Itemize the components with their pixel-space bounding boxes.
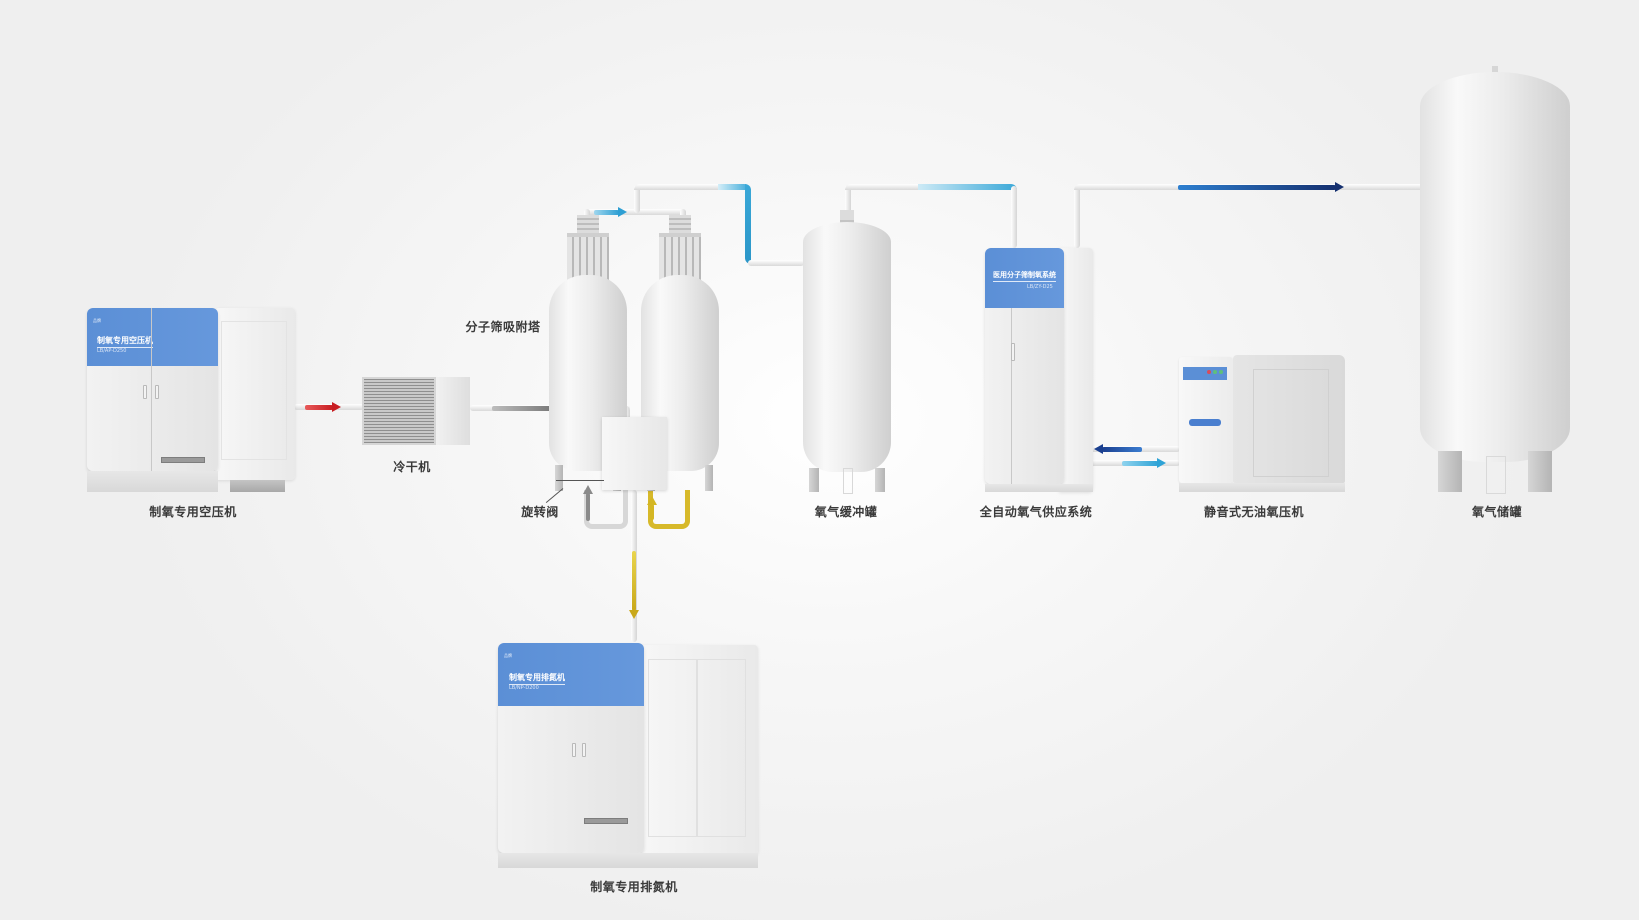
nitrogen-exhaust[interactable]: 品牌 制氧专用排氮机 LB/NP-D200 (498, 643, 758, 868)
indicator-light-green (1219, 370, 1223, 374)
flow-arrow-nitrogen (629, 551, 639, 619)
pipe-system-inlet (1011, 186, 1017, 248)
door-handle (572, 743, 576, 757)
pipe-dryer-to-towers-bend (624, 405, 630, 421)
buffer-tank-leg (875, 468, 885, 492)
storage-tank-leg (1528, 451, 1552, 492)
air-compressor-panel-model: LB/AP-D250 (97, 348, 127, 354)
flow-arrow-to-booster (1122, 458, 1166, 468)
oxygen-system-cabinet: 医用分子筛制氧系统 LB/ZY-D25 (985, 248, 1064, 484)
nameplate (161, 457, 205, 463)
door-handle (143, 385, 147, 399)
flow-oxygen-buffer-out (918, 184, 1017, 190)
dryer[interactable] (362, 377, 470, 445)
nitrogen-exhaust-panel: 品牌 制氧专用排氮机 LB/NP-D200 (498, 643, 644, 706)
air-compressor-vent (230, 480, 285, 492)
door-handle (582, 743, 586, 757)
flow-oxygen-top (718, 184, 750, 190)
booster-body-inset (1253, 369, 1329, 477)
pipe-left-ubend (584, 490, 628, 529)
oxygen-system-label: 全自动氧气供应系统 (979, 505, 1093, 519)
nitrogen-exhaust-side (638, 645, 758, 855)
pipe-to-buffer-side (748, 260, 804, 266)
storage-tank-body (1420, 72, 1570, 462)
tower-valve-stack (669, 215, 691, 233)
tower-valve-stack (577, 215, 599, 233)
air-compressor-panel-title: 制氧专用空压机 (97, 335, 153, 348)
oxygen-system-base (985, 484, 1093, 492)
air-compressor-cabinet: 品牌 制氧专用空压机 LB/AP-D250 (87, 308, 218, 471)
brand-logo: 品牌 (93, 318, 101, 323)
storage-tank-drain (1486, 456, 1506, 494)
pipe-to-buffer-top (634, 184, 750, 190)
adsorption-tower-right[interactable] (641, 215, 719, 493)
door-handle (1011, 343, 1015, 361)
dryer-body (436, 377, 470, 445)
booster-control-panel (1183, 367, 1227, 380)
booster-base (1179, 483, 1345, 492)
adsorption-towers-label: 分子筛吸附塔 (465, 320, 541, 334)
buffer-tank-drain (843, 468, 853, 494)
pipe-tower-riser (634, 185, 640, 213)
booster-badge (1189, 419, 1221, 426)
storage-tank-nozzle (1492, 66, 1498, 76)
nitrogen-exhaust-base (498, 853, 758, 868)
flow-arrow-oxygen-header (594, 207, 627, 217)
buffer-tank[interactable] (803, 210, 891, 494)
brand-logo: 品牌 (504, 653, 512, 658)
flow-arrow-air (305, 402, 341, 412)
nitrogen-exhaust-panel-title: 制氧专用排氮机 (509, 672, 565, 685)
oxygen-system-panel-title: 医用分子筛制氧系统 (993, 270, 1056, 282)
nitrogen-exhaust-panel-model: LB/NP-D200 (509, 685, 539, 691)
nameplate (584, 818, 628, 824)
oxygen-system-side (1059, 248, 1093, 492)
booster-label: 静音式无油氧压机 (1203, 505, 1305, 519)
flow-arrow-oxygen-storage (1178, 182, 1344, 192)
storage-tank-label: 氧气储罐 (1471, 505, 1523, 519)
dryer-grille (362, 377, 436, 445)
buffer-tank-leg (809, 468, 819, 492)
door-handle (155, 385, 159, 399)
nitrogen-exhaust-label: 制氧专用排氮机 (590, 880, 678, 894)
side-panel-inset (648, 659, 698, 837)
flow-arrow-left-return (583, 485, 593, 521)
oxygen-booster[interactable] (1179, 355, 1345, 492)
air-compressor-label: 制氧专用空压机 (149, 505, 237, 519)
dryer-label: 冷干机 (393, 460, 431, 474)
pipe-buffer-riser (845, 185, 851, 223)
rotary-valve-label: 旋转阀 (521, 505, 559, 519)
buffer-tank-nozzle (840, 210, 854, 223)
door-split (1011, 308, 1012, 484)
tower-leg (555, 465, 563, 491)
oxygen-system-panel: 医用分子筛制氧系统 LB/ZY-D25 (985, 248, 1064, 308)
indicator-light-red (1207, 370, 1211, 374)
side-panel-inset (221, 321, 287, 460)
buffer-tank-body (803, 222, 891, 472)
rotary-valve[interactable] (602, 417, 667, 490)
nitrogen-exhaust-cabinet: 品牌 制氧专用排氮机 LB/NP-D200 (498, 643, 644, 853)
air-compressor-panel: 品牌 制氧专用空压机 LB/AP-D250 (87, 308, 218, 366)
air-compressor-side-panel (215, 308, 295, 480)
oxygen-storage-tank[interactable] (1420, 66, 1570, 494)
air-compressor[interactable]: 品牌 制氧专用空压机 LB/AP-D250 (87, 308, 295, 492)
booster-body (1233, 355, 1345, 483)
booster-front (1179, 357, 1233, 483)
side-panel-inset (696, 659, 746, 837)
flow-oxygen-drop (745, 184, 751, 264)
storage-tank-leg (1438, 451, 1462, 492)
oxygen-supply-system[interactable]: 医用分子筛制氧系统 LB/ZY-D25 (985, 248, 1093, 492)
indicator-light-green (1213, 370, 1217, 374)
oxygen-system-panel-model: LB/ZY-D25 (1027, 284, 1053, 290)
flow-arrow-to-system (1094, 444, 1142, 454)
pipe-system-outlet (1074, 186, 1080, 248)
door-split (151, 308, 152, 471)
air-compressor-base (87, 471, 218, 492)
flow-arrow-right-return (647, 496, 657, 520)
buffer-tank-label: 氧气缓冲罐 (814, 505, 878, 519)
tower-leg (705, 465, 713, 491)
rotary-valve-leader-line (556, 480, 604, 481)
